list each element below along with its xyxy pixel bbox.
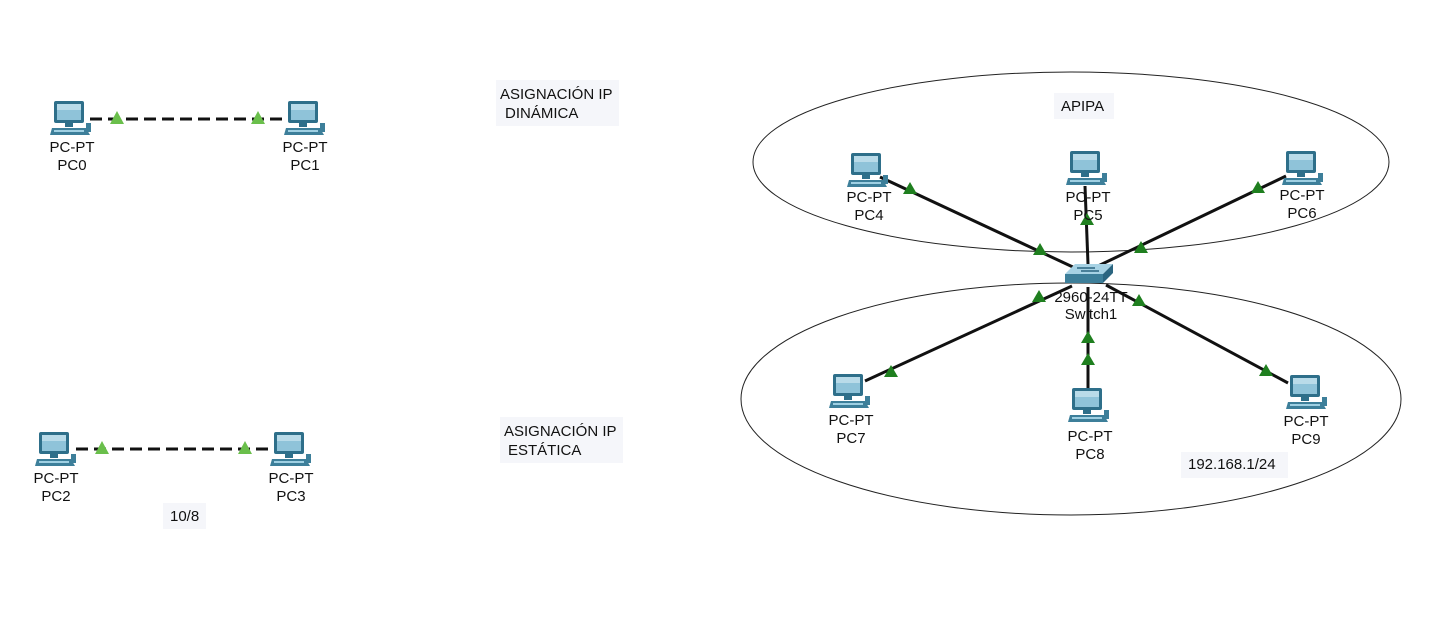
switch1-icon[interactable] [1064,263,1114,284]
pc4-model: PC-PT [847,189,892,206]
pc4-name: PC4 [854,207,883,224]
note-subnet-10-bg [163,503,206,529]
link-marker [238,441,252,454]
pc2-icon[interactable] [35,432,76,466]
link-marker [1081,353,1095,365]
link-marker [1081,331,1095,343]
note-static-bg [500,417,623,463]
pc6-model: PC-PT [1280,187,1325,204]
pc2-model: PC-PT [34,470,79,487]
link-marker [1033,243,1047,255]
pc2-name: PC2 [41,488,70,505]
link-marker [1134,241,1148,253]
pc1-name: PC1 [290,157,319,174]
link-marker [1080,213,1094,225]
link-marker [110,111,124,124]
pc5-model: PC-PT [1066,189,1111,206]
note-dynamic-line1[interactable]: ASIGNACIÓN IP [500,86,613,103]
pc0-model: PC-PT [50,139,95,156]
pc4-icon[interactable] [847,153,888,187]
link-marker [1032,290,1046,302]
switch1-model: 2960-24TT [1054,289,1127,306]
pc6-icon[interactable] [1282,151,1323,185]
note-subnet-192-bg [1181,452,1288,478]
note-apipa[interactable]: APIPA [1061,98,1104,115]
pc8-model: PC-PT [1068,428,1113,445]
pc5-name: PC5 [1073,207,1102,224]
pc9-name: PC9 [1291,431,1320,448]
pc6-name: PC6 [1287,205,1316,222]
note-apipa-bg [1054,93,1114,119]
pc9-icon[interactable] [1286,375,1327,409]
apipa-zone [752,71,1390,253]
link-marker [95,441,109,454]
note-dynamic-line2[interactable]: DINÁMICA [505,105,578,122]
pc0-icon[interactable] [50,101,91,135]
note-subnet-192[interactable]: 192.168.1/24 [1188,456,1276,473]
link-marker [903,182,917,194]
pc7-icon[interactable] [829,374,870,408]
pc8-name: PC8 [1075,446,1104,463]
switch1-name: Switch1 [1065,306,1118,323]
link-pc9-switch[interactable] [1105,283,1289,385]
note-static-line1[interactable]: ASIGNACIÓN IP [504,423,617,440]
pc7-name: PC7 [836,430,865,447]
link-marker [884,365,898,377]
pc1-model: PC-PT [283,139,328,156]
note-dynamic-bg [496,80,619,126]
pc8-icon[interactable] [1068,388,1109,422]
link-marker [1259,364,1273,376]
link-marker [1251,181,1265,193]
pc9-model: PC-PT [1284,413,1329,430]
link-marker [251,111,265,124]
pc0-name: PC0 [57,157,86,174]
link-marker [1132,294,1146,306]
pc3-icon[interactable] [270,432,311,466]
note-subnet-10[interactable]: 10/8 [170,508,199,525]
pc3-name: PC3 [276,488,305,505]
pc1-icon[interactable] [284,101,325,135]
pc7-model: PC-PT [829,412,874,429]
pc3-model: PC-PT [269,470,314,487]
pc5-icon[interactable] [1066,151,1107,185]
note-static-line2[interactable]: ESTÁTICA [508,442,581,459]
